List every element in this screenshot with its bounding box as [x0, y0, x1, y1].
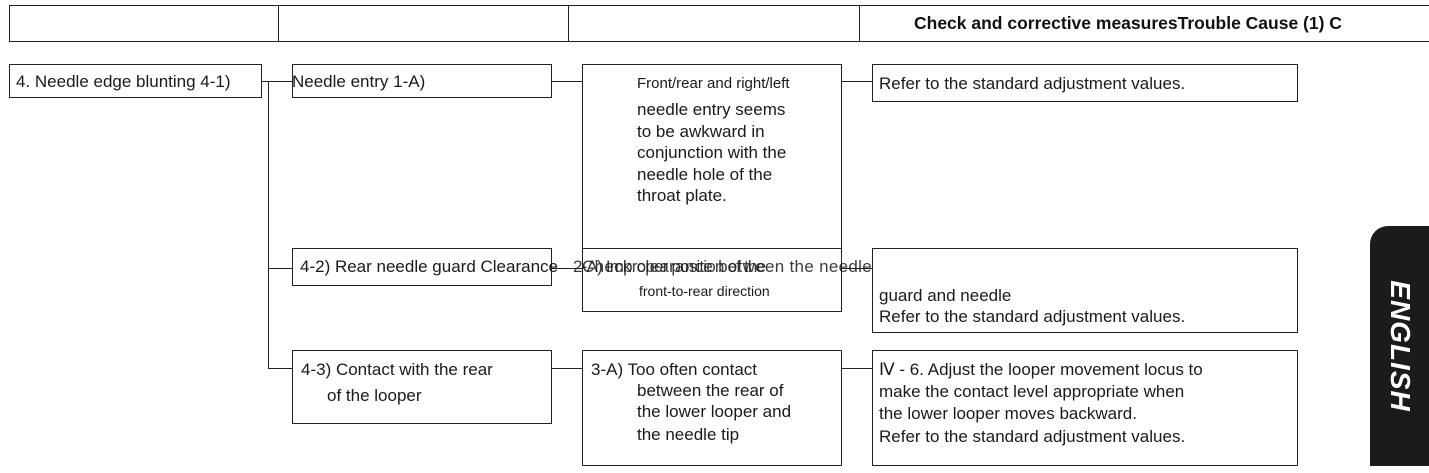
- check-overlap-text: 2-A) Improper position of the: [573, 257, 766, 276]
- cause-box: [292, 64, 552, 98]
- measure-box: Refer to the standard adjustment values.: [872, 64, 1298, 102]
- check-text: 3-A) Too often contact between the rear …: [591, 360, 792, 444]
- measure-text: Ⅳ - 6. Adjust the looper movement locus …: [879, 360, 1203, 446]
- measure-text: Refer to the standard adjustment values.: [879, 74, 1186, 93]
- header-cell-cause: [278, 5, 568, 42]
- language-label: ENGLISH: [1384, 280, 1416, 412]
- header-cell-check: [568, 5, 859, 42]
- trouble-box: [9, 64, 262, 98]
- check-box: 3-A) Too often contact between the rear …: [582, 350, 842, 466]
- connector-line: [552, 81, 582, 83]
- header-title: Check and corrective measuresTrouble Cau…: [914, 13, 1342, 33]
- check-text: front-to-rear direction: [639, 283, 770, 299]
- connector-line: [842, 268, 872, 270]
- cause-label: Needle entry 1-A): [292, 72, 426, 91]
- connector-line: [268, 81, 270, 369]
- measure-text: guard and needle Refer to the standard a…: [879, 286, 1186, 326]
- language-side-tab: ENGLISH: [1370, 226, 1429, 466]
- cause-box: [292, 248, 552, 286]
- check-box: front-to-rear direction: [582, 248, 842, 312]
- cause-box: 4-3) Contact with the rear of the looper: [292, 350, 552, 424]
- measure-overlap-text: Check clearance between the needle: [582, 257, 872, 276]
- cause-text: 4-3) Contact with the rear of the looper: [301, 360, 493, 405]
- connector-line: [842, 81, 872, 83]
- connector-line: [262, 81, 292, 83]
- connector-line: [552, 268, 582, 270]
- connector-line: [268, 368, 292, 370]
- check-text: Front/rear and right/left needle entry s…: [637, 75, 790, 205]
- trouble-label: 4. Needle edge blunting 4-1): [16, 72, 231, 91]
- cause-label: 4-2) Rear needle guard Clearance: [300, 257, 558, 276]
- check-box: Front/rear and right/left needle entry s…: [582, 64, 842, 254]
- connector-line: [552, 368, 582, 370]
- measure-box: Ⅳ - 6. Adjust the looper movement locus …: [872, 350, 1298, 466]
- connector-line: [268, 268, 292, 270]
- header-cell-trouble: [9, 5, 278, 42]
- measure-box: guard and needle Refer to the standard a…: [872, 248, 1298, 333]
- connector-line: [842, 368, 872, 370]
- header-cell-measures: [859, 5, 1429, 42]
